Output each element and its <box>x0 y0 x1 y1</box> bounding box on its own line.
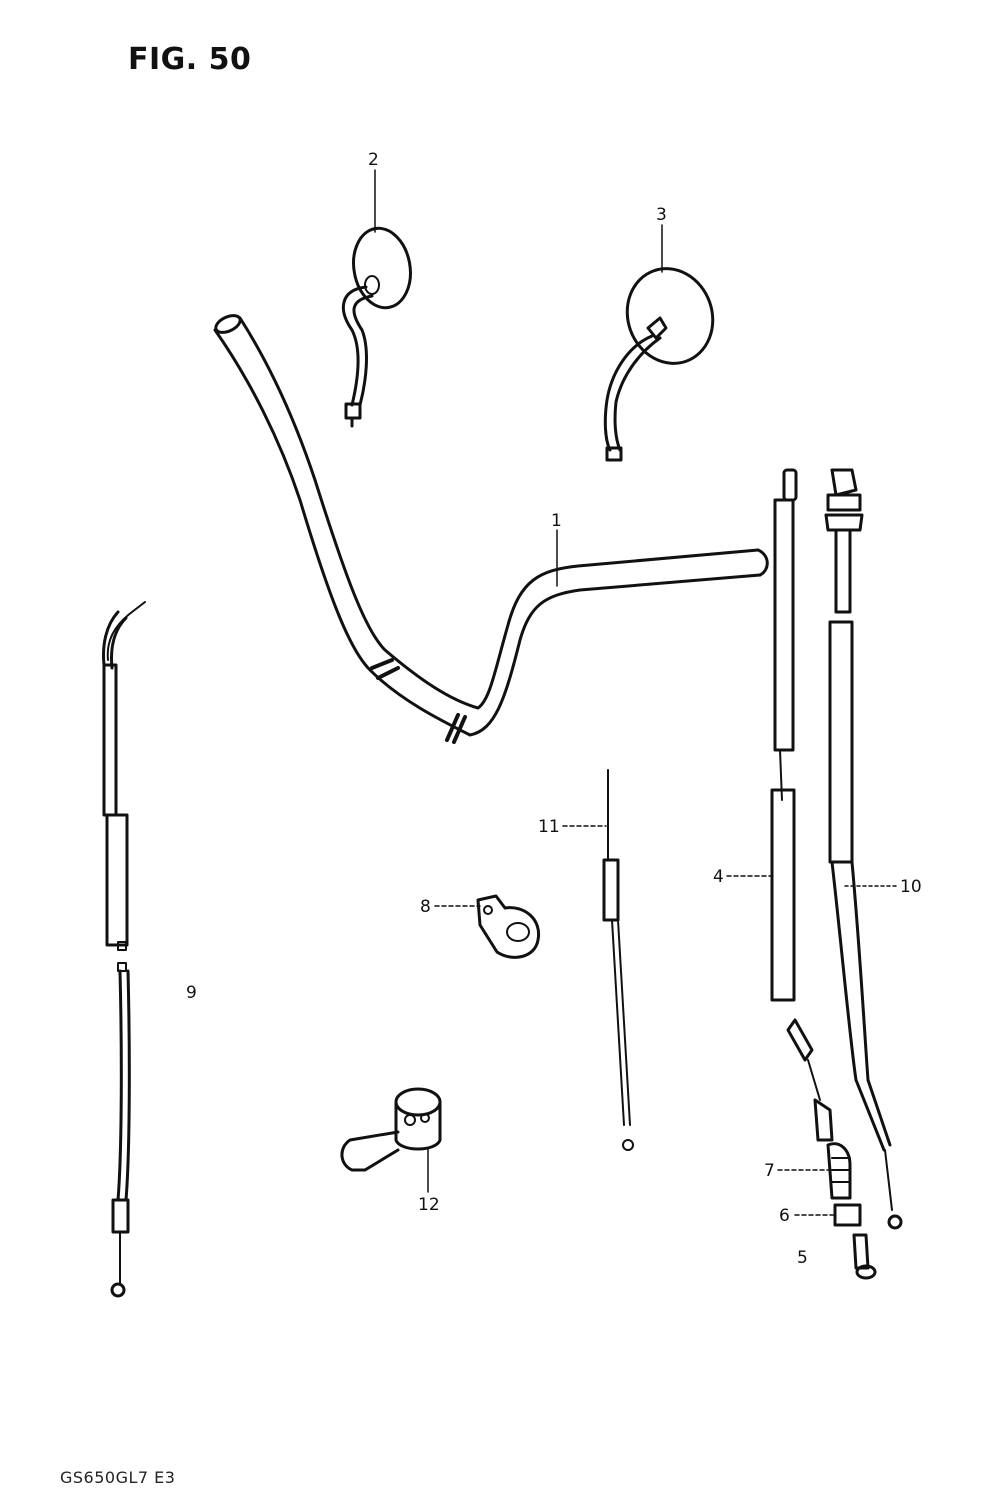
callout-11: 11 <box>538 817 560 837</box>
callout-1: 1 <box>551 511 562 531</box>
callout-9: 9 <box>186 983 197 1003</box>
throttle-housing-12 <box>340 1087 442 1172</box>
callout-4: 4 <box>713 867 724 887</box>
model-code: GS650GL7 E3 <box>60 1468 176 1487</box>
callout-3: 3 <box>656 205 667 225</box>
cable-left-9 <box>102 601 146 1298</box>
cable-middle-11 <box>602 769 634 1151</box>
handlebar <box>213 314 769 744</box>
cable-4 <box>770 468 834 1142</box>
callout-2: 2 <box>368 150 379 170</box>
mirror-right <box>603 267 715 462</box>
leader-lines <box>374 169 897 1216</box>
cable-clamp-8 <box>476 894 541 959</box>
mirror-left <box>342 226 412 428</box>
cable-10 <box>824 468 903 1230</box>
callout-8: 8 <box>420 897 431 917</box>
callout-6: 6 <box>779 1206 790 1226</box>
callout-12: 12 <box>418 1195 440 1215</box>
callout-5: 5 <box>797 1248 808 1268</box>
adjuster-parts <box>826 1142 877 1280</box>
figure-title: FIG. 50 <box>128 42 252 77</box>
callout-10: 10 <box>900 877 922 897</box>
callout-7: 7 <box>764 1161 775 1181</box>
